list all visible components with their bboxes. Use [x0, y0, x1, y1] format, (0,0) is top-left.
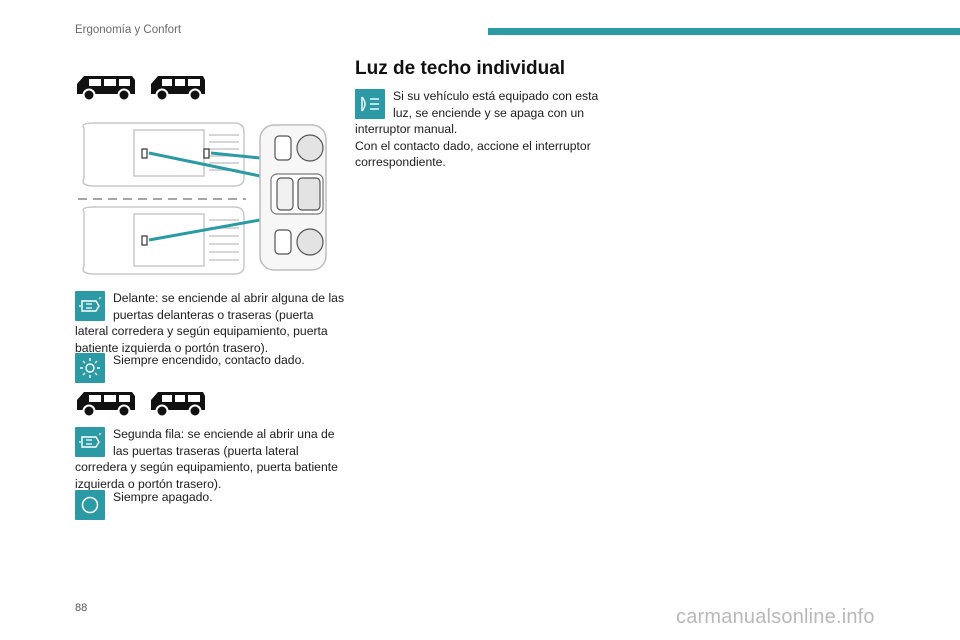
note-text: Segunda fila: se enciende al abrir una d…	[75, 427, 338, 491]
vehicle-silhouettes-bottom	[74, 388, 208, 418]
note-individual-light: Si su vehículo está equipado con esta lu…	[355, 88, 605, 171]
watermark[interactable]: carmanualsonline.info	[676, 606, 875, 628]
note-always-off: Siempre apagado.	[75, 489, 345, 520]
header-accent-bar	[488, 28, 960, 35]
front-light-marker	[141, 148, 148, 159]
van-long-icon	[151, 392, 205, 418]
note-text: Delante: se enciende al abrir alguna de …	[75, 291, 345, 355]
page-number: 88	[75, 602, 88, 614]
circle-off-icon	[75, 490, 105, 520]
note-front-doors: Delante: se enciende al abrir alguna de …	[75, 290, 345, 356]
ceiling-light-diagram	[78, 122, 327, 275]
ceiling-light-panel	[259, 124, 327, 271]
sun-light-icon	[75, 353, 105, 383]
van-top-view-front	[82, 122, 245, 187]
note-second-row: Segunda fila: se enciende al abrir una d…	[75, 426, 345, 492]
note-text: Si su vehículo está equipado con esta lu…	[355, 89, 599, 136]
vehicle-silhouettes-top	[74, 72, 208, 102]
van-short-icon	[77, 392, 135, 418]
rear-light-marker	[141, 235, 148, 246]
door-light-icon	[75, 427, 105, 457]
second-row-light-marker	[203, 148, 210, 159]
door-light-icon	[75, 291, 105, 321]
note-text: Siempre encendido, contacto dado.	[113, 353, 305, 367]
van-short-icon	[77, 76, 135, 102]
dome-light-icon	[355, 89, 385, 119]
note-text-after: Con el contacto dado, accione el interru…	[355, 138, 591, 170]
section-title: Luz de techo individual	[355, 58, 566, 79]
van-long-icon	[151, 76, 205, 102]
header-title: Ergonomía y Confort	[75, 24, 182, 36]
van-top-view-rear	[82, 206, 245, 275]
note-always-on: Siempre encendido, contacto dado.	[75, 352, 345, 383]
note-text: Siempre apagado.	[113, 490, 213, 504]
section-individual-light: Luz de techo individual Si su vehículo e…	[355, 58, 610, 171]
